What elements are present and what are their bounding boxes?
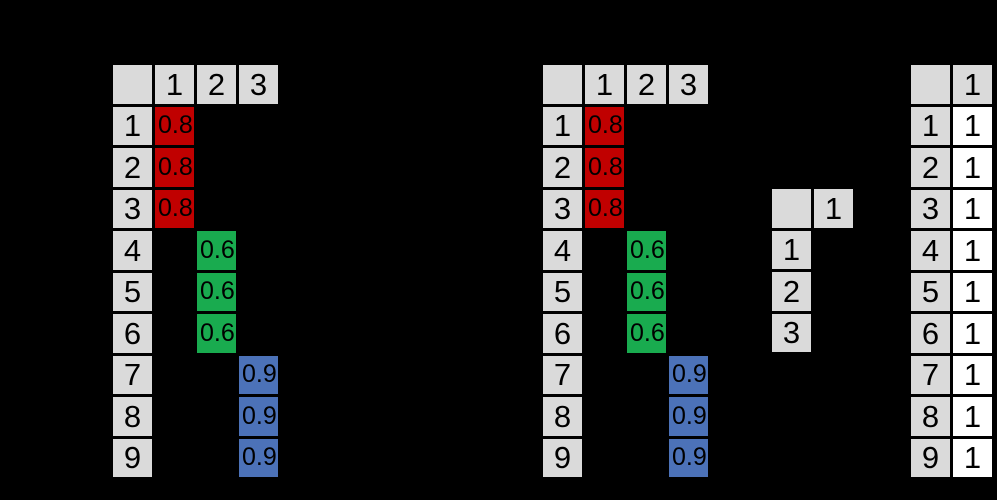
value-cell-r8c1: 1 <box>953 397 992 436</box>
value-cell-r6c2: 0.6 <box>627 314 666 353</box>
row-label-3: 3 <box>543 189 582 228</box>
row-label-4: 4 <box>911 231 950 270</box>
row-label-8: 8 <box>543 397 582 436</box>
row-label-6: 6 <box>113 314 152 353</box>
value-cell-r7c3: 0.9 <box>239 355 278 394</box>
row-label-2: 2 <box>543 148 582 187</box>
row-label-9: 9 <box>113 438 152 477</box>
col-header-3: 3 <box>669 65 708 104</box>
row-label-2: 2 <box>113 148 152 187</box>
col-header-1: 1 <box>953 65 992 104</box>
row-label-8: 8 <box>911 397 950 436</box>
value-cell-r2c1: 0.8 <box>585 148 624 187</box>
corner-cell <box>911 65 950 104</box>
value-cell-r9c3: 0.9 <box>669 438 708 477</box>
value-cell-r9c1: 1 <box>953 438 992 477</box>
value-cell-r6c2: 0.6 <box>197 314 236 353</box>
value-cell-r4c2: 0.6 <box>197 231 236 270</box>
row-label-2: 2 <box>772 272 811 311</box>
value-cell-r3c1: 1 <box>953 189 992 228</box>
row-label-8: 8 <box>113 397 152 436</box>
value-cell-r4c2: 0.6 <box>627 231 666 270</box>
row-label-3: 3 <box>113 189 152 228</box>
value-cell-r5c2: 0.6 <box>197 272 236 311</box>
col-header-2: 2 <box>627 65 666 104</box>
row-label-7: 7 <box>113 355 152 394</box>
row-label-1: 1 <box>113 106 152 145</box>
corner-cell <box>113 65 152 104</box>
value-cell-r2c1: 1 <box>953 148 992 187</box>
value-cell-r5c2: 0.6 <box>627 272 666 311</box>
corner-cell <box>772 189 811 228</box>
col-header-1: 1 <box>585 65 624 104</box>
value-cell-r1c1: 1 <box>953 106 992 145</box>
row-label-4: 4 <box>543 231 582 270</box>
value-cell-r7c3: 0.9 <box>669 355 708 394</box>
col-header-3: 3 <box>239 65 278 104</box>
row-label-7: 7 <box>911 355 950 394</box>
corner-cell <box>543 65 582 104</box>
value-cell-r4c1: 1 <box>953 231 992 270</box>
value-cell-r9c3: 0.9 <box>239 438 278 477</box>
value-cell-r1c1: 0.8 <box>155 106 194 145</box>
value-cell-r8c3: 0.9 <box>239 397 278 436</box>
row-label-7: 7 <box>543 355 582 394</box>
row-label-9: 9 <box>543 438 582 477</box>
value-cell-r8c3: 0.9 <box>669 397 708 436</box>
value-cell-r6c1: 1 <box>953 314 992 353</box>
row-label-2: 2 <box>911 148 950 187</box>
row-label-6: 6 <box>911 314 950 353</box>
row-label-6: 6 <box>543 314 582 353</box>
col-header-1: 1 <box>814 189 853 228</box>
col-header-1: 1 <box>155 65 194 104</box>
row-label-9: 9 <box>911 438 950 477</box>
value-cell-r7c1: 1 <box>953 355 992 394</box>
row-label-5: 5 <box>543 272 582 311</box>
row-label-1: 1 <box>543 106 582 145</box>
value-cell-r3c1: 0.8 <box>155 189 194 228</box>
value-cell-r1c1: 0.8 <box>585 106 624 145</box>
row-label-1: 1 <box>772 230 811 269</box>
value-cell-r5c1: 1 <box>953 272 992 311</box>
col-header-2: 2 <box>197 65 236 104</box>
row-label-5: 5 <box>911 272 950 311</box>
value-cell-r3c1: 0.8 <box>585 189 624 228</box>
value-cell-r2c1: 0.8 <box>155 148 194 187</box>
row-label-3: 3 <box>772 313 811 352</box>
row-label-1: 1 <box>911 106 950 145</box>
row-label-3: 3 <box>911 189 950 228</box>
row-label-4: 4 <box>113 231 152 270</box>
row-label-5: 5 <box>113 272 152 311</box>
